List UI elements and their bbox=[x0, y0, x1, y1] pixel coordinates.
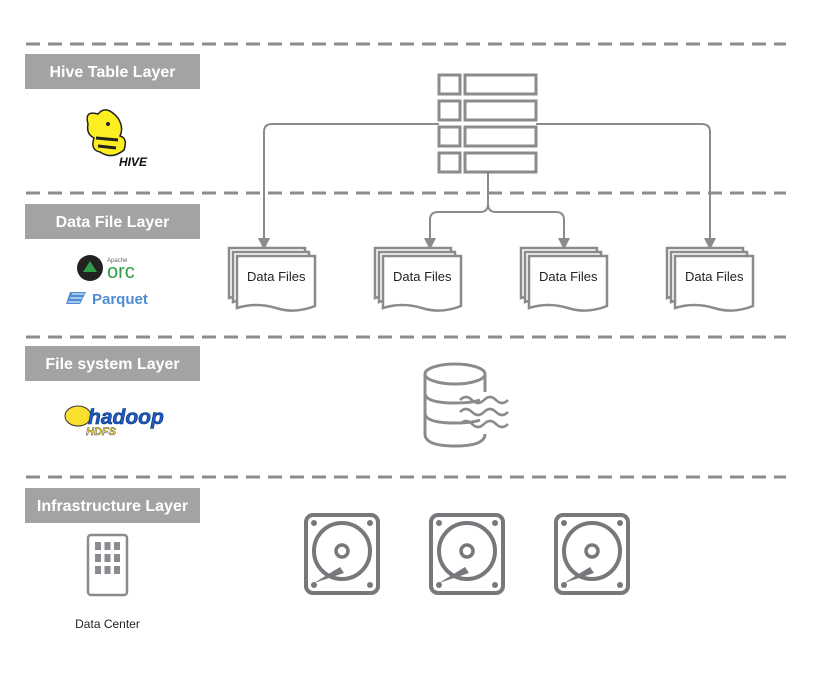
svg-text:File system Layer: File system Layer bbox=[45, 356, 179, 373]
connector-lines bbox=[258, 123, 716, 250]
orc-logo: Apache orc bbox=[77, 255, 135, 283]
data-files-3: Data Files bbox=[519, 246, 609, 312]
parquet-logo: Parquet bbox=[66, 291, 148, 308]
data-files-1: Data Files bbox=[227, 246, 317, 312]
svg-text:Data Files: Data Files bbox=[539, 269, 598, 284]
svg-text:orc: orc bbox=[107, 261, 135, 283]
hard-drive-icon bbox=[304, 513, 380, 595]
server-rack-icon bbox=[86, 533, 129, 597]
svg-text:HDFS: HDFS bbox=[86, 426, 117, 438]
svg-text:Data Files: Data Files bbox=[393, 269, 452, 284]
svg-text:Hive Table Layer: Hive Table Layer bbox=[50, 64, 176, 81]
svg-text:Parquet: Parquet bbox=[92, 291, 148, 308]
table-grid-icon bbox=[437, 73, 538, 174]
layer-label-infrastructure: Infrastructure Layer bbox=[25, 488, 200, 523]
svg-text:Apache: Apache bbox=[107, 258, 128, 264]
layer-label-hive: Hive Table Layer bbox=[25, 54, 200, 89]
layer-separators bbox=[26, 42, 786, 479]
layer-label-file-system: File system Layer bbox=[25, 346, 200, 381]
database-storage-icon bbox=[423, 362, 509, 448]
svg-text:hadoop: hadoop bbox=[88, 406, 164, 429]
hard-drive-icon bbox=[429, 513, 505, 595]
hive-logo: HIVE bbox=[86, 109, 148, 169]
svg-text:Data Files: Data Files bbox=[247, 269, 306, 284]
data-files-2: Data Files bbox=[373, 246, 463, 312]
svg-text:Data File Layer: Data File Layer bbox=[56, 214, 170, 231]
layer-label-data-file: Data File Layer bbox=[25, 204, 200, 239]
svg-text:Data Files: Data Files bbox=[685, 269, 744, 284]
hadoop-hdfs-logo: hadoop HDFS bbox=[64, 405, 164, 438]
data-files-4: Data Files bbox=[665, 246, 755, 312]
hard-drive-icon bbox=[554, 513, 630, 595]
data-center-label: Data Center bbox=[75, 617, 140, 631]
svg-text:HIVE: HIVE bbox=[119, 155, 148, 169]
svg-text:Infrastructure Layer: Infrastructure Layer bbox=[37, 498, 188, 515]
